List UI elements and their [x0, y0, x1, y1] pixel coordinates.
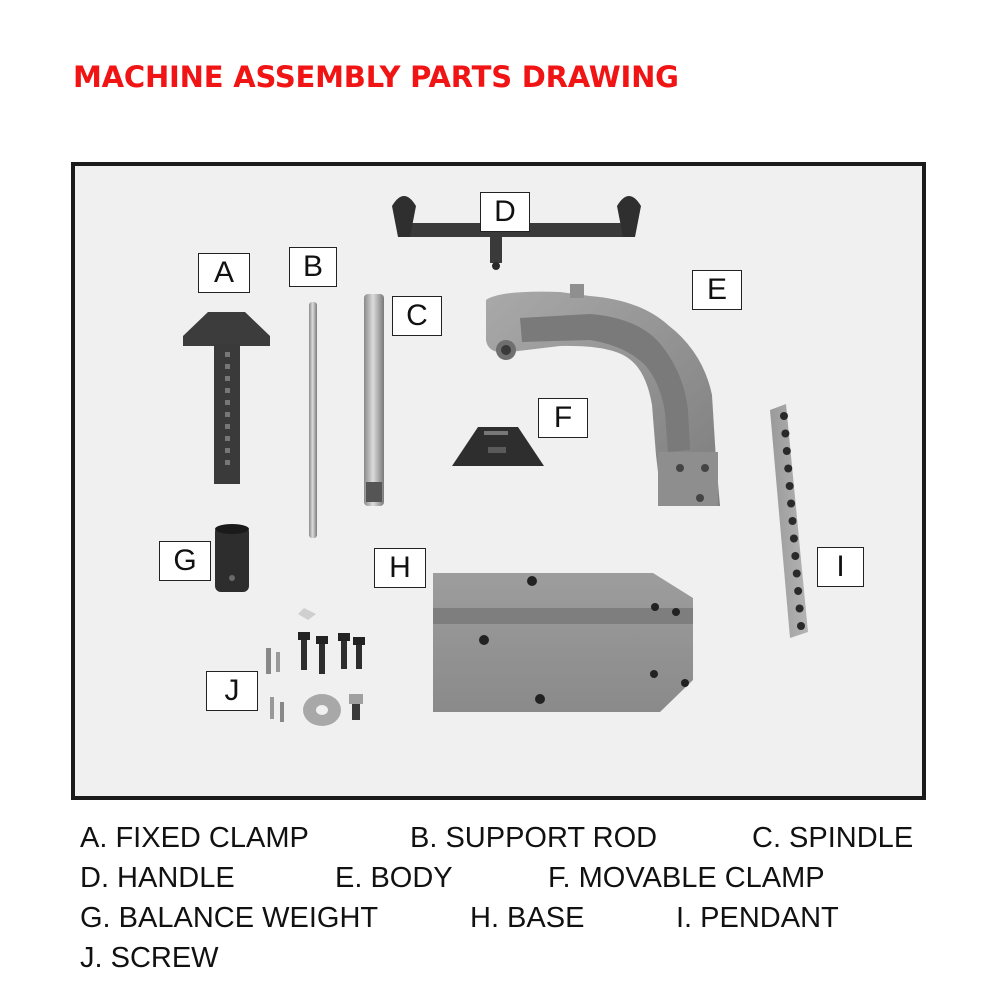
part-movable-clamp [452, 427, 544, 466]
pendant-hole [787, 499, 796, 508]
pendant-hole [782, 447, 791, 455]
legend-item-body: E. BODY [335, 862, 453, 894]
legend-item-movable-clamp: F. MOVABLE CLAMP [548, 862, 825, 894]
clamp-hole [225, 448, 230, 453]
callout-a: A [198, 253, 250, 293]
part-fixed-clamp [183, 312, 270, 484]
pendant-hole [794, 587, 803, 595]
legend-item-fixed-clamp: A. FIXED CLAMP [80, 822, 309, 854]
clamp-hole [225, 388, 230, 393]
legend-item-balance-weight: G. BALANCE WEIGHT [80, 902, 379, 934]
pendant-hole [791, 552, 800, 560]
pendant-hole [789, 534, 798, 543]
part-balance-weight [215, 524, 249, 592]
clamp-hole [225, 364, 230, 369]
pendant-holes [780, 412, 805, 630]
pendant-hole [797, 622, 805, 630]
legend-item-spindle: C. SPINDLE [752, 822, 914, 854]
part-screws [266, 608, 365, 726]
legend-item-base: H. BASE [470, 902, 585, 934]
pendant-hole [780, 412, 788, 420]
callout-h: H [374, 548, 426, 588]
pendant-hole [785, 482, 794, 490]
part-body [486, 284, 720, 506]
callout-e: E [692, 270, 742, 310]
callout-c: C [392, 296, 442, 336]
fixed-clamp-holes [225, 352, 230, 465]
clamp-hole [225, 436, 230, 441]
pendant-hole [795, 604, 804, 613]
clamp-hole [225, 460, 230, 465]
part-spindle [364, 294, 384, 506]
diagram-title: MACHINE ASSEMBLY PARTS DRAWING [73, 60, 679, 94]
callout-i: I [817, 547, 864, 587]
clamp-hole [225, 412, 230, 417]
clamp-hole [225, 376, 230, 381]
callout-d: D [480, 192, 530, 232]
pendant-hole [784, 464, 793, 473]
pendant-hole [788, 517, 797, 525]
callout-b: B [289, 247, 337, 287]
callout-g: G [159, 541, 211, 581]
clamp-hole [225, 352, 230, 357]
callout-j: J [206, 671, 258, 711]
callout-f: F [538, 398, 588, 438]
legend-item-handle: D. HANDLE [80, 862, 235, 894]
legend-item-screw: J. SCREW [80, 942, 219, 974]
part-support-rod [309, 302, 317, 538]
legend-item-support-rod: B. SUPPORT ROD [410, 822, 658, 854]
pendant-hole [781, 429, 790, 438]
parts-photo: A B C D E F G H I J [71, 162, 926, 800]
pendant-hole [792, 569, 801, 578]
part-base [433, 573, 693, 712]
clamp-hole [225, 400, 230, 405]
clamp-hole [225, 424, 230, 429]
legend-item-pendant: I. PENDANT [676, 902, 839, 934]
parts-illustration [183, 196, 808, 726]
